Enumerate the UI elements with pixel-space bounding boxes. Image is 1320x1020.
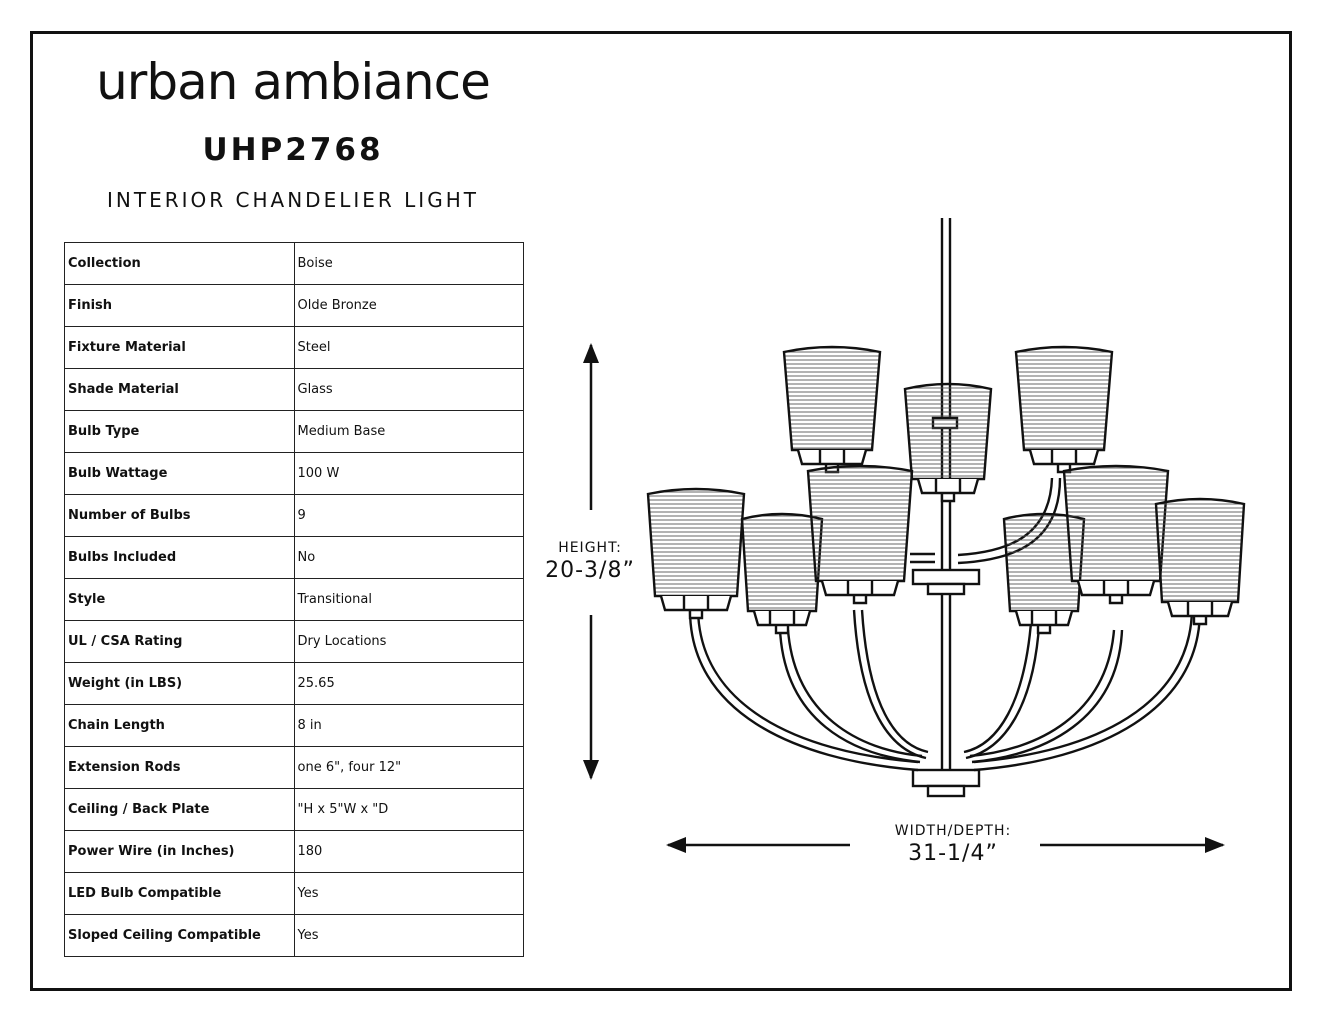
spec-value: Boise bbox=[293, 242, 524, 285]
height-dimension: HEIGHT: 20-3/8” bbox=[540, 540, 640, 583]
shade bbox=[782, 345, 882, 474]
width-caption: WIDTH/DEPTH: bbox=[894, 823, 1012, 839]
spec-label: Style bbox=[64, 578, 295, 621]
spec-value: No bbox=[293, 536, 524, 579]
spec-label: LED Bulb Compatible bbox=[64, 872, 295, 915]
spec-value: one 6", four 12" bbox=[293, 746, 524, 789]
spec-label: Extension Rods bbox=[64, 746, 295, 789]
page-frame bbox=[30, 31, 1292, 991]
product-type: INTERIOR CHANDELIER LIGHT bbox=[107, 188, 479, 212]
fixture bbox=[688, 218, 1202, 798]
width-dimension: WIDTH/DEPTH: 31-1/4” bbox=[873, 823, 1033, 866]
shade bbox=[806, 464, 914, 605]
height-caption: HEIGHT: bbox=[558, 540, 622, 556]
spec-label: Weight (in LBS) bbox=[64, 662, 295, 705]
spec-label: UL / CSA Rating bbox=[64, 620, 295, 663]
spec-label: Number of Bulbs bbox=[64, 494, 295, 537]
spec-label: Ceiling / Back Plate bbox=[64, 788, 295, 831]
shade bbox=[1154, 497, 1246, 626]
spec-value: Transitional bbox=[293, 578, 524, 621]
spec-label: Chain Length bbox=[64, 704, 295, 747]
shades bbox=[646, 345, 1246, 635]
spec-value: 100 W bbox=[293, 452, 524, 495]
spec-value: "H x 5"W x "D bbox=[293, 788, 524, 831]
spec-value: 8 in bbox=[293, 704, 524, 747]
spec-label: Finish bbox=[64, 284, 295, 327]
spec-label: Bulb Wattage bbox=[64, 452, 295, 495]
shade bbox=[646, 487, 746, 620]
spec-row: Weight (in LBS)25.65 bbox=[64, 662, 524, 705]
shade bbox=[903, 382, 993, 503]
shade bbox=[1014, 345, 1114, 474]
spec-row: Ceiling / Back Plate"H x 5"W x "D bbox=[64, 788, 524, 831]
spec-value: Medium Base bbox=[293, 410, 524, 453]
spec-label: Sloped Ceiling Compatible bbox=[64, 914, 295, 957]
width-value: 31-1/4” bbox=[908, 841, 998, 866]
spec-value: 9 bbox=[293, 494, 524, 537]
brand-logo: urban ambiance bbox=[96, 53, 491, 111]
spec-value: Steel bbox=[293, 326, 524, 369]
spec-label: Collection bbox=[64, 242, 295, 285]
spec-label: Fixture Material bbox=[64, 326, 295, 369]
spec-label: Bulb Type bbox=[64, 410, 295, 453]
spec-label: Shade Material bbox=[64, 368, 295, 411]
spec-value: Yes bbox=[293, 914, 524, 957]
spec-value: Olde Bronze bbox=[293, 284, 524, 327]
spec-value: 25.65 bbox=[293, 662, 524, 705]
spec-value: 180 bbox=[293, 830, 524, 873]
spec-label: Power Wire (in Inches) bbox=[64, 830, 295, 873]
spec-value: Dry Locations bbox=[293, 620, 524, 663]
spec-row: Power Wire (in Inches)180 bbox=[64, 830, 524, 873]
shade bbox=[740, 512, 824, 635]
height-value: 20-3/8” bbox=[545, 558, 635, 583]
spec-label: Bulbs Included bbox=[64, 536, 295, 579]
spec-value: Glass bbox=[293, 368, 524, 411]
model-number: UHP2768 bbox=[202, 132, 384, 168]
chandelier-drawing bbox=[583, 218, 1246, 853]
spec-value: Yes bbox=[293, 872, 524, 915]
shade bbox=[1062, 464, 1170, 605]
